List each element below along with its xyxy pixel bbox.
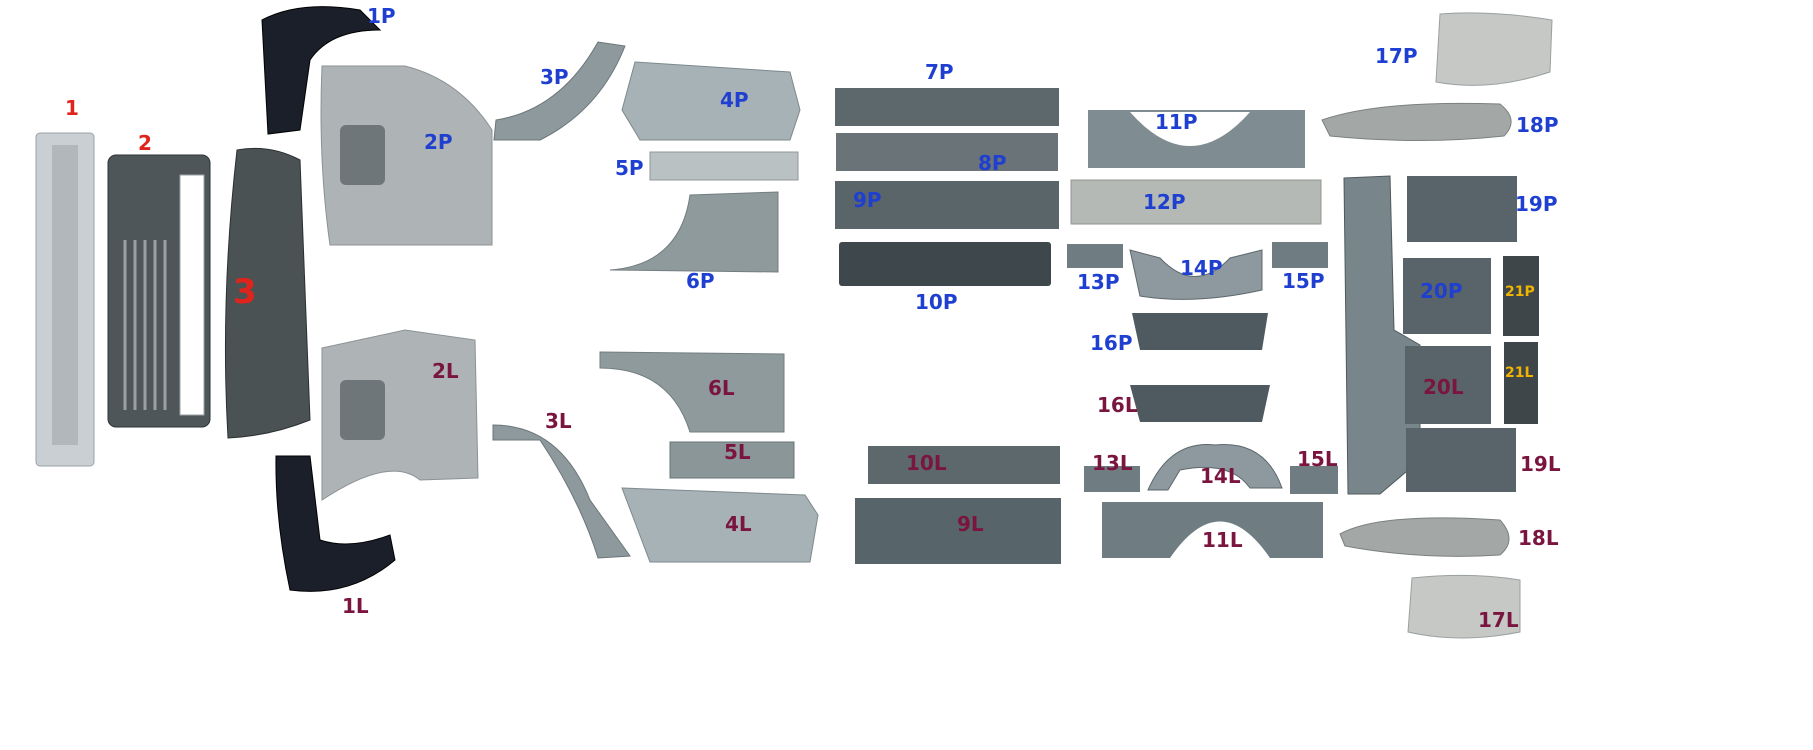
label-13p: 13P (1077, 270, 1120, 294)
part-21l-panel (1504, 342, 1538, 424)
part-10l-panel (868, 446, 1060, 484)
label-21p: 21P (1505, 284, 1535, 300)
part-3-bumper (224, 147, 311, 439)
part-15l-bracket (1290, 466, 1338, 494)
part-16l-tray (1130, 385, 1270, 422)
label-8p: 8P (978, 151, 1007, 175)
label-18p: 18P (1516, 113, 1559, 137)
label-6p: 6P (686, 269, 715, 293)
label-20p: 20P (1420, 279, 1463, 303)
label-1l: 1L (342, 594, 369, 618)
part-5p-sill (649, 151, 799, 181)
part-11l-panel (1102, 502, 1323, 558)
part-16p-tray (1132, 313, 1268, 350)
part-2p-corner-panel (320, 65, 493, 246)
part-1p-wheel-liner (261, 6, 382, 135)
label-3l: 3L (545, 409, 572, 433)
label-11l: 11L (1202, 528, 1243, 552)
label-5l: 5L (724, 440, 751, 464)
part-3l-arch (492, 424, 631, 559)
part-20p-panel (1403, 258, 1491, 334)
label-1: 1 (65, 96, 79, 120)
part-18l-cover (1339, 517, 1510, 557)
part-6p-panel (609, 191, 779, 273)
label-5p: 5P (615, 156, 644, 180)
label-17p: 17P (1375, 44, 1418, 68)
part-11p-panel (1088, 110, 1305, 168)
part-21p-panel (1503, 256, 1539, 336)
part-4l-step (621, 487, 819, 563)
label-7p: 7P (925, 60, 954, 84)
part-2-grille (107, 154, 211, 428)
part-9p-panel (835, 181, 1059, 229)
label-20l: 20L (1423, 375, 1464, 399)
label-10p: 10P (915, 290, 958, 314)
label-3p: 3P (540, 65, 569, 89)
label-9p: 9P (853, 188, 882, 212)
label-12p: 12P (1143, 190, 1186, 214)
label-15p: 15P (1282, 269, 1325, 293)
part-10p-panel (839, 242, 1051, 286)
label-14p: 14P (1180, 256, 1223, 280)
part-14p-bracket (1129, 249, 1263, 300)
part-4p-step (621, 61, 801, 141)
label-4p: 4P (720, 88, 749, 112)
label-1p: 1P (367, 4, 396, 28)
label-16l: 16L (1097, 393, 1138, 417)
label-21l: 21L (1505, 365, 1534, 381)
label-19p: 19P (1515, 192, 1558, 216)
label-6l: 6L (708, 376, 735, 400)
label-19l: 19L (1520, 452, 1561, 476)
part-18p-cover (1321, 102, 1512, 141)
label-10l: 10L (906, 451, 947, 475)
part-2l-corner-panel (321, 329, 479, 501)
part-19l-panel (1406, 428, 1516, 492)
part-8p-panel (836, 133, 1058, 171)
part-20l-panel (1405, 346, 1491, 424)
label-11p: 11P (1155, 110, 1198, 134)
label-18l: 18L (1518, 526, 1559, 550)
part-14l-bracket (1147, 444, 1283, 491)
label-9l: 9L (957, 512, 984, 536)
label-4l: 4L (725, 512, 752, 536)
label-2: 2 (138, 131, 152, 155)
part-5l-sill (669, 441, 795, 479)
part-13l-bracket (1084, 466, 1140, 492)
label-17l: 17L (1478, 608, 1519, 632)
part-9l-panel (855, 498, 1061, 564)
label-2l: 2L (432, 359, 459, 383)
label-15l: 15L (1297, 447, 1338, 471)
label-16p: 16P (1090, 331, 1133, 355)
label-3: 3 (233, 272, 257, 312)
part-15p-bracket (1272, 242, 1328, 268)
part-6l-panel (599, 351, 785, 433)
part-12p-panel (1070, 179, 1322, 225)
part-1l-wheel-liner (275, 455, 396, 592)
part-1-bumper-beam (35, 132, 95, 467)
part-19p-panel (1407, 176, 1517, 242)
part-3p-arch (493, 41, 626, 141)
label-2p: 2P (424, 130, 453, 154)
label-14l: 14L (1200, 464, 1241, 488)
part-13p-bracket (1067, 244, 1123, 268)
parts-photo-canvas (35, 6, 1553, 639)
part-17l-cover (1407, 574, 1521, 639)
label-13l: 13L (1092, 451, 1133, 475)
part-17p-cover (1435, 12, 1553, 86)
part-7p-panel (835, 88, 1059, 126)
